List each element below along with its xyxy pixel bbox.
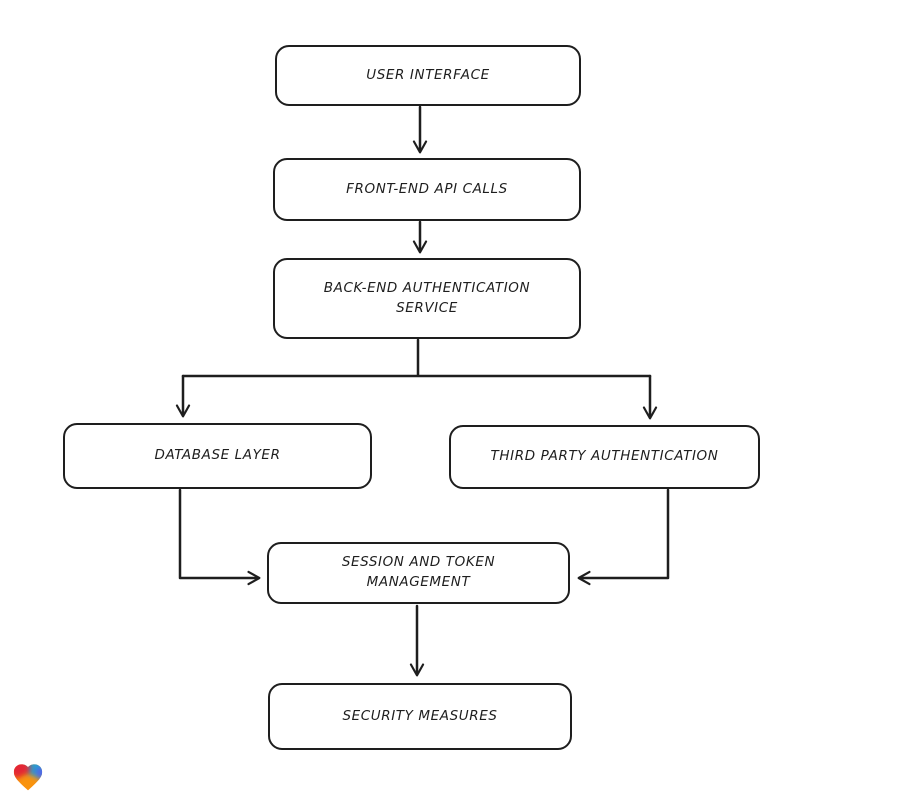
node-database-layer-label: DATABASE LAYER — [154, 447, 281, 464]
node-security-measures[interactable]: SECURITY MEASURES — [268, 683, 572, 750]
gradient-heart-icon[interactable] — [10, 760, 46, 794]
node-session-and-token-management[interactable]: SESSION AND TOKEN MANAGEMENT — [267, 542, 570, 604]
node-back-end-authentication-service-label: BACK-END AUTHENTICATION SERVICE — [323, 279, 531, 316]
node-security-measures-label: SECURITY MEASURES — [342, 707, 498, 724]
edge-database-layer-to-session-management — [178, 488, 261, 586]
node-front-end-api-calls-label: FRONT-END API CALLS — [346, 180, 508, 197]
node-user-interface-label: USER INTERFACE — [366, 66, 490, 83]
edge-third-party-to-session-management — [577, 488, 670, 586]
node-user-interface[interactable]: USER INTERFACE — [275, 45, 581, 106]
node-front-end-api-calls[interactable]: FRONT-END API CALLS — [273, 158, 581, 221]
node-third-party-authentication-label: THIRD PARTY AUTHENTICATION — [490, 448, 719, 465]
node-third-party-authentication[interactable]: THIRD PARTY AUTHENTICATION — [449, 425, 760, 489]
node-back-end-authentication-service[interactable]: BACK-END AUTHENTICATION SERVICE — [273, 258, 581, 339]
node-database-layer[interactable]: DATABASE LAYER — [63, 423, 372, 489]
node-session-and-token-management-label: SESSION AND TOKEN MANAGEMENT — [341, 554, 496, 590]
edge-branch-trunk — [181, 338, 652, 378]
